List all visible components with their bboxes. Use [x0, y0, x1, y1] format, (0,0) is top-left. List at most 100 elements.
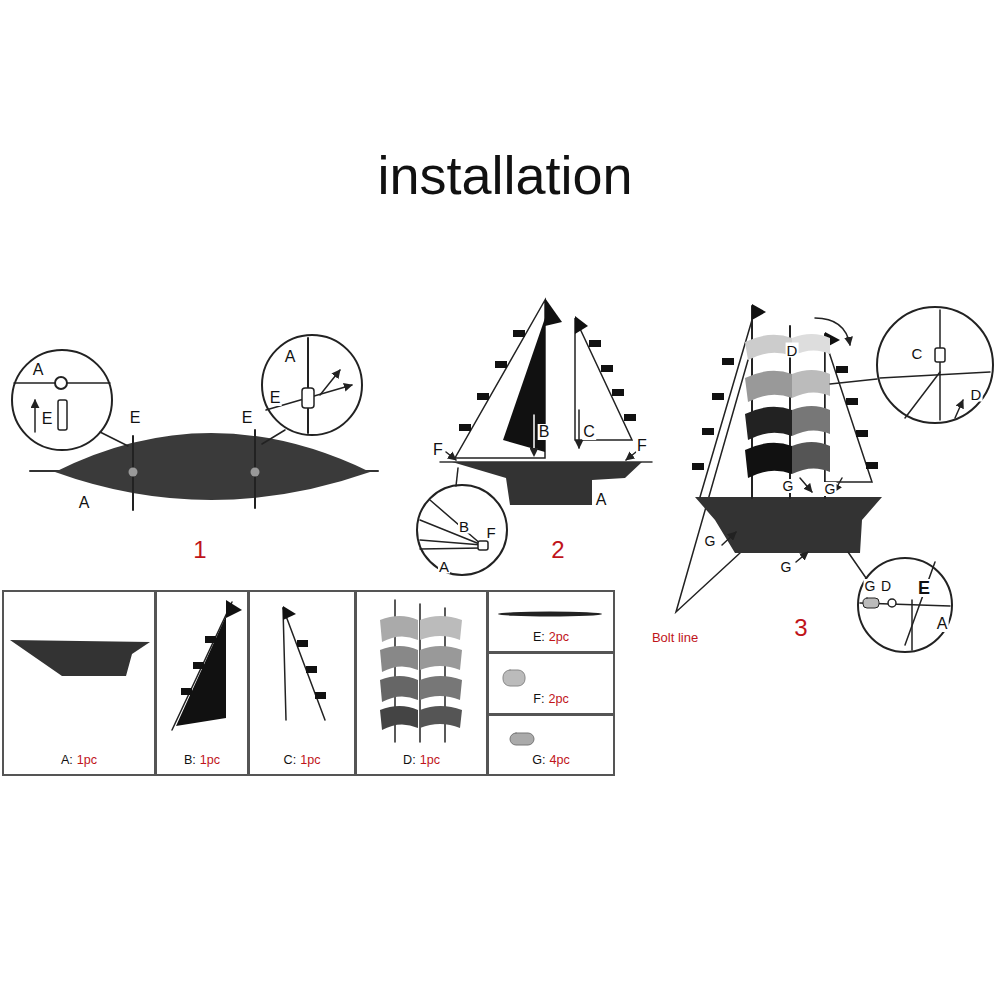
ring: [888, 599, 896, 607]
part-sail-c: [283, 608, 325, 720]
part-caption: B:1pc: [157, 754, 247, 767]
flag: [545, 298, 562, 326]
part-letter: E: [917, 579, 931, 597]
arrow: [320, 370, 340, 395]
part-letter: A: [936, 616, 949, 632]
sail: [792, 370, 830, 398]
leader-line: [262, 430, 285, 444]
part-letter: C: [582, 424, 596, 440]
sail: [745, 371, 792, 402]
spar: [440, 461, 652, 463]
page-title: installation: [377, 148, 632, 202]
arrow: [955, 400, 963, 418]
flag: [193, 662, 204, 669]
part-cap-g: [510, 733, 534, 745]
line-label: Bolt line: [651, 631, 699, 644]
part-letter: A: [438, 559, 450, 574]
sail-edge: [420, 520, 482, 545]
part-letter: A: [284, 349, 297, 365]
part-letter: E:: [533, 630, 545, 644]
part-letter: G: [782, 479, 795, 493]
part-count: 1pc: [200, 753, 220, 767]
part-caption: D: 1pc: [357, 754, 486, 767]
part-sail-b: [176, 616, 226, 726]
joint: [129, 468, 138, 477]
flag: [283, 606, 296, 620]
part-cell: F:2pc: [487, 652, 615, 715]
arrow: [34, 400, 36, 432]
part-letter: G:: [532, 753, 545, 767]
flag: [459, 424, 471, 431]
leader-line: [830, 379, 877, 384]
part-sail-c: [283, 608, 286, 720]
detail-circle: [12, 350, 112, 450]
part-caption: F:2pc: [489, 693, 613, 706]
flag: [181, 688, 192, 695]
flag: [856, 430, 868, 437]
part-letter: F:: [533, 692, 544, 706]
arrow: [446, 452, 456, 460]
sail: [745, 407, 792, 440]
part-letter: D:: [403, 753, 416, 767]
part-sail-b: [172, 602, 232, 730]
part-letter: D: [786, 343, 799, 358]
bolt-line: [676, 360, 748, 612]
part-letter: E: [241, 410, 254, 426]
part-caption: C:1pc: [250, 754, 354, 767]
part-sails-d: [380, 676, 418, 702]
part-letter: G: [824, 482, 837, 496]
ring: [55, 377, 67, 389]
spar: [905, 372, 940, 418]
step-number: 1: [192, 538, 207, 562]
spar: [266, 385, 352, 410]
flag: [712, 393, 724, 400]
part-letter: E: [129, 410, 142, 426]
part-letter: G: [704, 534, 717, 548]
part-count: 1pc: [77, 753, 97, 767]
sail: [792, 406, 830, 436]
part-letter: C: [911, 346, 924, 361]
part-sails-d: [420, 646, 462, 670]
part-cap-f: [503, 670, 525, 686]
part-sails-d: [420, 706, 462, 728]
part-count: 1pc: [420, 753, 440, 767]
arrow: [800, 478, 812, 492]
flag: [575, 316, 588, 334]
arrow: [626, 452, 636, 460]
part-sails-d: [420, 676, 462, 700]
arrow: [533, 415, 535, 456]
hull-part: [55, 433, 370, 500]
mast: [939, 310, 941, 420]
part-letter: D: [970, 387, 983, 402]
part-sails-d: [380, 616, 418, 642]
leader-line: [848, 552, 866, 578]
part-count: 2pc: [549, 630, 569, 644]
connector-piece: [58, 400, 67, 430]
spar: [880, 372, 990, 378]
part-cell: D: 1pc: [355, 590, 488, 776]
part-letter: D: [880, 579, 892, 593]
sail-edge: [430, 500, 482, 545]
part-count: 4pc: [549, 753, 569, 767]
part-letter: B: [458, 519, 470, 534]
arrow: [722, 532, 736, 545]
flag: [866, 462, 878, 469]
part-letter: B: [538, 424, 551, 440]
part-sails-d: [380, 706, 418, 730]
part-letter: A:: [61, 753, 73, 767]
flag: [315, 692, 326, 699]
sail-edge: [700, 320, 752, 497]
flag: [752, 304, 766, 320]
detail-circle: [417, 485, 507, 575]
part-letter: A: [32, 362, 45, 378]
connector-piece: [302, 388, 314, 408]
step-number: 3: [793, 616, 808, 640]
arrow: [578, 410, 580, 448]
part-cell: G: 4pc: [487, 714, 615, 776]
flag: [601, 365, 613, 372]
part-caption: G: 4pc: [489, 754, 613, 767]
rod: [307, 338, 309, 433]
joint: [251, 468, 260, 477]
sail: [792, 442, 830, 474]
detail-circle: [262, 335, 362, 435]
